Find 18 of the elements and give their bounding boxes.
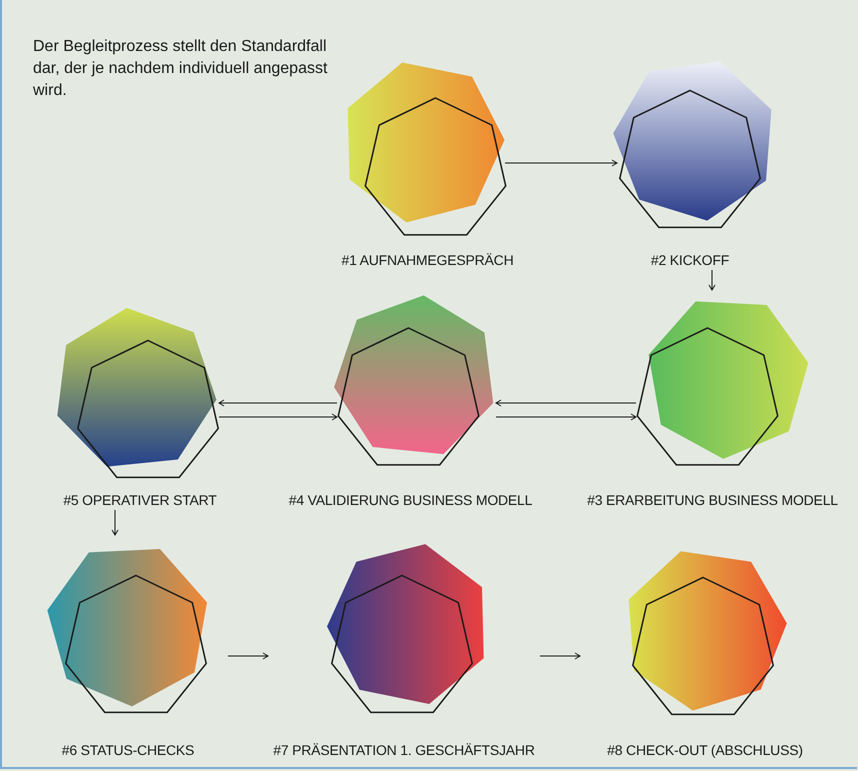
arrow bbox=[218, 400, 338, 406]
arrow bbox=[496, 414, 636, 420]
arrow bbox=[218, 414, 338, 420]
step-label: #6 STATUS-CHECKS bbox=[62, 741, 194, 760]
arrow bbox=[228, 652, 268, 660]
step-label: #2 KICKOFF bbox=[650, 251, 730, 270]
step-label: #3 ERARBEITUNG BUSINESS MODELL bbox=[587, 491, 838, 510]
step-label: #4 VALIDIERUNG BUSINESS MODELL bbox=[288, 491, 532, 510]
arrow bbox=[708, 270, 716, 290]
arrow bbox=[112, 510, 118, 536]
arrow bbox=[496, 400, 636, 406]
step-label: #1 AUFNAHMEGESPRÄCH bbox=[341, 251, 514, 270]
step-label: #7 PRÄSENTATION 1. GESCHÄFTSJAHR bbox=[273, 741, 535, 760]
step-label: #8 CHECK-OUT (ABSCHLUSS) bbox=[607, 741, 803, 760]
arrow bbox=[504, 160, 618, 166]
intro-note: Der Begleitprozess stellt den Standardfall dar, der je nachdem individuell angepasst wird. bbox=[33, 37, 328, 101]
arrow bbox=[540, 652, 580, 660]
step-label: #5 OPERATIVER START bbox=[63, 491, 217, 510]
